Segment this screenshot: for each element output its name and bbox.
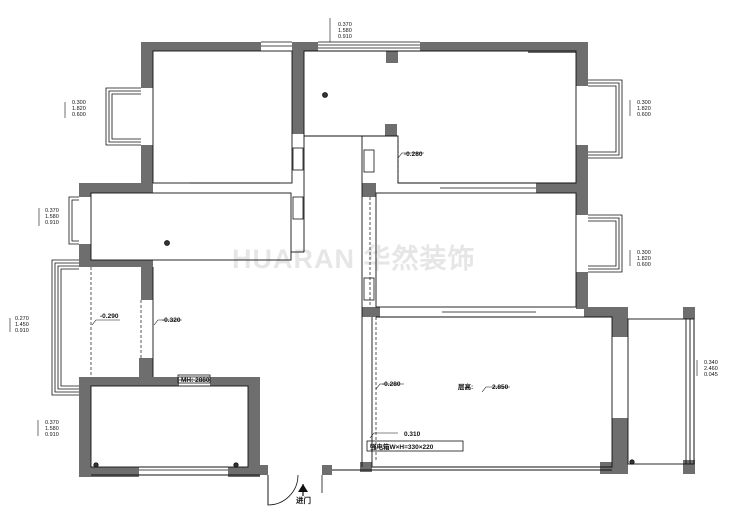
svg-text:1.820: 1.820	[72, 106, 86, 112]
window-spec-callouts	[9, 18, 698, 436]
window-spec-left-lower: 0.270 1.450 0.910	[15, 316, 29, 334]
svg-text:0.370: 0.370	[338, 22, 352, 28]
walls	[79, 42, 695, 477]
level-marks	[91, 152, 510, 439]
svg-text:1.580: 1.580	[45, 214, 59, 220]
ceiling-height-value: 2.850	[492, 384, 509, 391]
duct-level: 0.310	[404, 431, 421, 438]
window-spec-left-mid: 0.370 1.580 0.910	[45, 208, 59, 226]
entrance-arrow-icon	[298, 484, 308, 496]
svg-text:0.370: 0.370	[45, 420, 59, 426]
svg-text:0.600: 0.600	[637, 112, 651, 118]
watermark: HUARAN 华然装饰	[232, 243, 476, 274]
window-spec-top: 0.370 1.580 0.910	[338, 22, 352, 40]
electrical-box-label: 强电箱W×H=330×220	[370, 442, 434, 451]
ceiling-height-label: 层高:	[457, 382, 473, 391]
svg-text:0.300: 0.300	[637, 100, 651, 106]
svg-text:0.370: 0.370	[45, 208, 59, 214]
fixtures	[93, 92, 635, 506]
svg-text:1.820: 1.820	[637, 106, 651, 112]
level-living: -0.280	[382, 381, 401, 388]
svg-text:0.300: 0.300	[637, 250, 651, 256]
windows	[51, 41, 623, 471]
entrance-label: 进门	[296, 495, 311, 505]
svg-text:0.045: 0.045	[704, 372, 718, 378]
door-height-label: MH: 2880	[181, 377, 210, 384]
svg-text:0.300: 0.300	[72, 100, 86, 106]
svg-text:0.340: 0.340	[704, 360, 718, 366]
level-corridor-top: -0.280	[404, 151, 423, 158]
dashed-lines	[90, 140, 399, 462]
svg-text:1.580: 1.580	[338, 28, 352, 34]
window-spec-left-upper: 0.300 1.820 0.600	[72, 100, 86, 118]
svg-text:1.450: 1.450	[15, 322, 29, 328]
svg-text:2.460: 2.460	[704, 366, 718, 372]
svg-text:0.910: 0.910	[15, 328, 29, 334]
svg-text:0.600: 0.600	[637, 262, 651, 268]
svg-text:0.600: 0.600	[72, 112, 86, 118]
window-spec-right-mid: 0.300 1.820 0.600	[637, 250, 651, 268]
svg-text:1.580: 1.580	[45, 426, 59, 432]
window-spec-right-upper: 0.300 1.820 0.600	[637, 100, 651, 118]
level-left-a: -0.290	[100, 313, 119, 320]
window-spec-right-lower: 0.340 2.460 0.045	[704, 360, 718, 378]
svg-text:0.270: 0.270	[15, 316, 29, 322]
svg-text:1.820: 1.820	[637, 256, 651, 262]
window-spec-left-bottom: 0.370 1.580 0.910	[45, 420, 59, 438]
svg-text:0.910: 0.910	[338, 34, 352, 40]
level-left-b: -0.320	[162, 317, 181, 324]
svg-text:0.910: 0.910	[45, 220, 59, 226]
svg-text:0.910: 0.910	[45, 432, 59, 438]
